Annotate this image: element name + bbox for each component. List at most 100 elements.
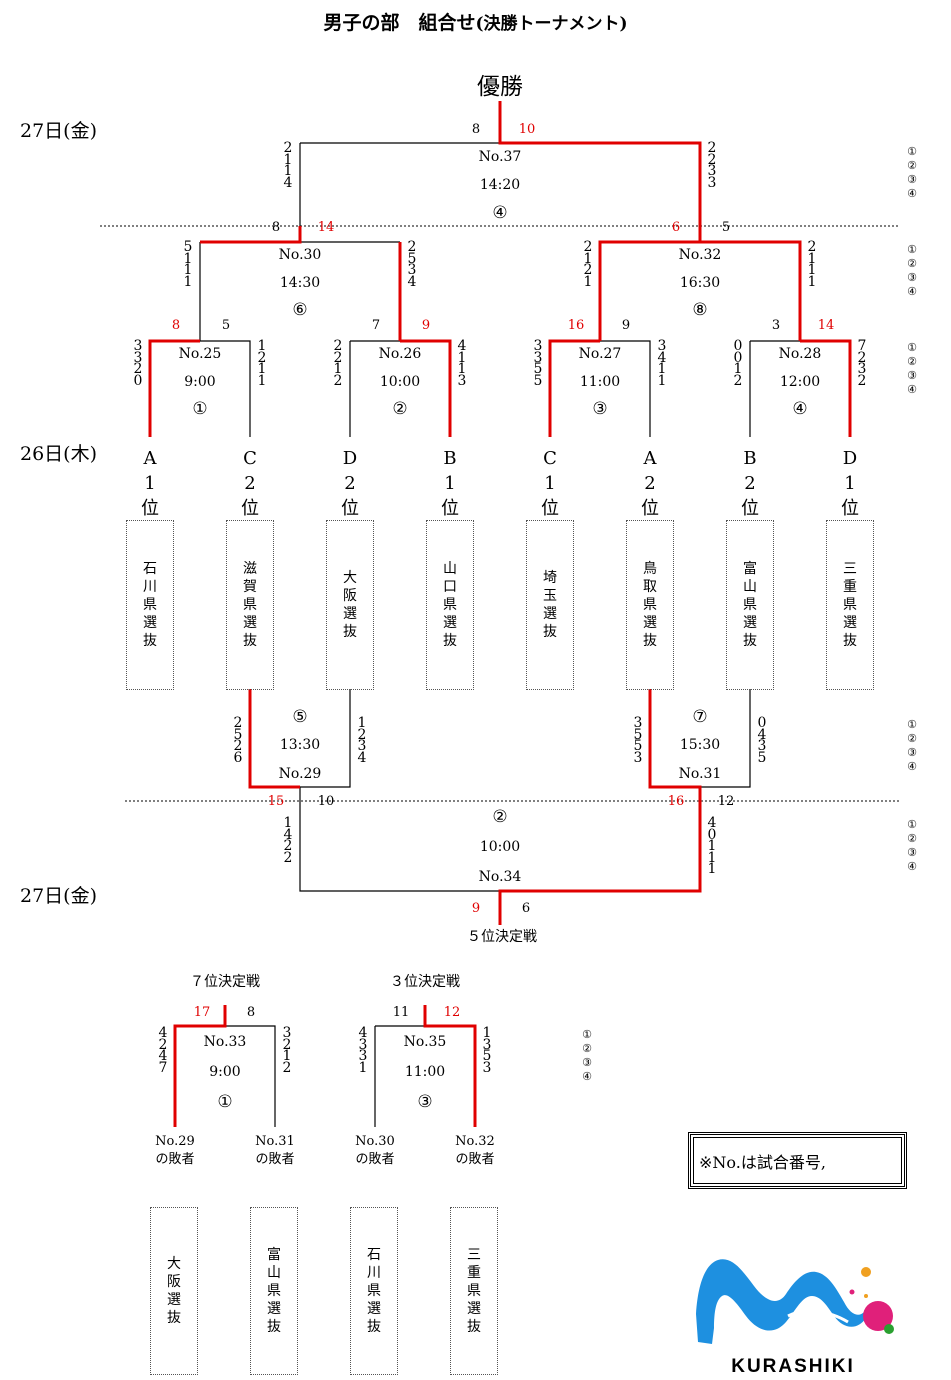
no31-court: ⑦ [692,707,708,727]
winner-path-semi2-right [700,240,802,341]
qf3-score-right: 9 [621,318,631,333]
qf1-score-right: 5 [221,318,231,333]
set-legend: ①②③④ [907,718,917,773]
team-name: 滋賀県選抜 [243,561,257,649]
qf1-sets-left: 3320 [133,338,143,389]
semi2-sets-left: 2121 [583,239,593,290]
team-name-box: 滋賀県選抜 [226,520,274,690]
kurashiki-logo-icon: KURASHIKI [696,1259,894,1377]
seventh-match-no: No.33 [203,1034,247,1050]
third-time: 11:00 [404,1064,446,1080]
no29-sets-left: 2526 [233,715,243,766]
final-sets-left: 2114 [283,140,293,191]
team-seed-unit: 位 [641,498,659,519]
no31-line [700,689,751,788]
qf2-sets-left: 2212 [333,338,343,389]
winner-path-semi1-left [200,226,302,244]
team-name: 山口県選抜 [443,561,457,649]
team-seed-group: C [243,448,257,469]
placement-team-box: 三重県選抜 [450,1207,498,1375]
page-title: 男子の部 組合せ(決勝トーナメント) [323,12,628,34]
team-seed-unit: 位 [741,498,759,519]
set-legend: ①②③④ [907,145,917,200]
qf4-sets-left: 0012 [733,338,743,389]
qf4-sets-right: 7232 [857,338,867,389]
day-label-27-bottom: 27日(金) [20,885,98,907]
team-name-box: 鳥取県選抜 [626,520,674,690]
third-match-no: No.35 [403,1034,447,1050]
semi2-sets-right: 2111 [807,239,817,290]
qf3-time: 11:00 [579,374,621,390]
set-legend: ①②③④ [907,818,917,873]
seventh-left-entry-label: No.29の敗者 [155,1134,195,1167]
semi1-sets-right: 2534 [407,239,417,290]
team-name: 富山県選抜 [267,1247,281,1335]
third-right-entry-label: No.32の敗者 [455,1134,495,1167]
winner-path-final [498,101,702,242]
team-seed-rank: 2 [344,473,356,494]
no31-score-left: 16 [667,794,685,809]
qf3-court: ③ [592,399,608,419]
qf3-sets-right: 3411 [657,338,667,389]
qf2-score-right: 9 [421,318,431,333]
no31-sets-right: 0435 [757,715,767,766]
semi1-score-left: 8 [271,220,281,235]
team-name: 富山県選抜 [743,561,757,649]
team-seed-group: B [443,448,457,469]
qf4-score-right: 14 [817,318,835,333]
winner-path-qf3 [548,339,600,437]
third-sets-right: 1353 [482,1025,492,1076]
fifth-score-left: 9 [471,901,481,916]
team-name: 鳥取県選抜 [643,561,657,649]
team-seed-rank: 1 [444,473,456,494]
team-name-box: 三重県選抜 [826,520,874,690]
team-name: 石川県選抜 [143,561,157,649]
semi1-score-right: 14 [317,220,335,235]
semi1-line [199,241,400,341]
team-seed-rank: 2 [244,473,256,494]
team-name-box: 富山県選抜 [726,520,774,690]
set-legend: ①②③④ [907,341,917,396]
seventh-score-left: 17 [193,1005,211,1020]
placement-team-box: 大阪選抜 [150,1207,198,1375]
third-score-left: 11 [392,1005,410,1020]
no29-score-left: 15 [267,794,285,809]
kurashiki-logo: KURASHIKI [688,1252,898,1377]
seventh-sets-left: 4247 [158,1025,168,1076]
semi2-score-right: 5 [721,220,731,235]
team-seed-rank: 1 [544,473,556,494]
no31-match-no: No.31 [678,766,722,782]
team-seed-group: A [643,448,657,469]
no31-sets-left: 3553 [633,715,643,766]
seventh-time: 9:00 [209,1064,241,1080]
seventh-right-entry-label: No.31の敗者 [255,1134,295,1167]
final-time: 14:20 [479,177,521,193]
team-seed-unit: 位 [541,498,559,519]
winner-path-qf4 [800,339,852,437]
qf2-sets-right: 4113 [457,338,467,389]
no29-match-no: No.29 [278,766,322,782]
qf4-line [749,340,800,437]
match-number-note: ※No.は試合番号, [688,1132,907,1189]
winner-path-third [423,1005,477,1127]
team-seed-unit: 位 [441,498,459,519]
team-seed-unit: 位 [341,498,359,519]
semi1-match-no: No.30 [278,247,322,263]
set-legend: ①②③④ [907,243,917,298]
qf4-time: 12:00 [779,374,821,390]
fifth-caption: ５位決定戦 [467,929,537,945]
no29-sets-right: 1234 [357,715,367,766]
champion-label: 優勝 [477,74,523,100]
semi1-sets-left: 5111 [183,239,193,290]
fifth-court: ② [492,807,508,827]
fifth-line [299,787,500,892]
no31-score-right: 12 [717,794,735,809]
qf1-court: ① [192,399,208,419]
seventh-line [225,1025,276,1127]
final-score-left: 8 [471,122,481,137]
team-name: 三重県選抜 [843,561,857,649]
qf2-line [349,340,400,437]
